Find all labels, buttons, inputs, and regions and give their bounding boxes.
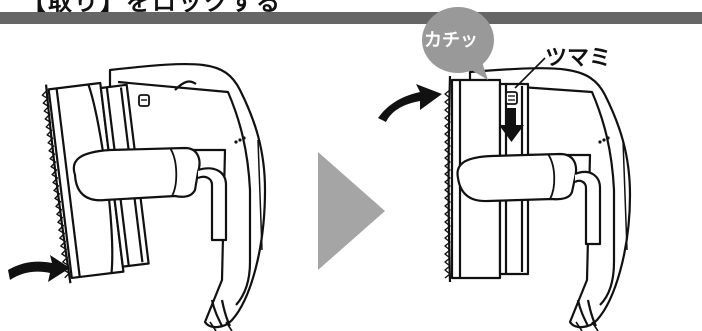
device-before bbox=[41, 64, 265, 331]
next-step-triangle-icon bbox=[318, 152, 385, 270]
click-sound-label: カチッ bbox=[424, 26, 478, 52]
device-after bbox=[445, 68, 630, 331]
knob-label: ツマミ bbox=[545, 40, 611, 72]
curved-arrow-icon bbox=[8, 255, 70, 282]
curved-arrow-icon bbox=[378, 84, 442, 122]
